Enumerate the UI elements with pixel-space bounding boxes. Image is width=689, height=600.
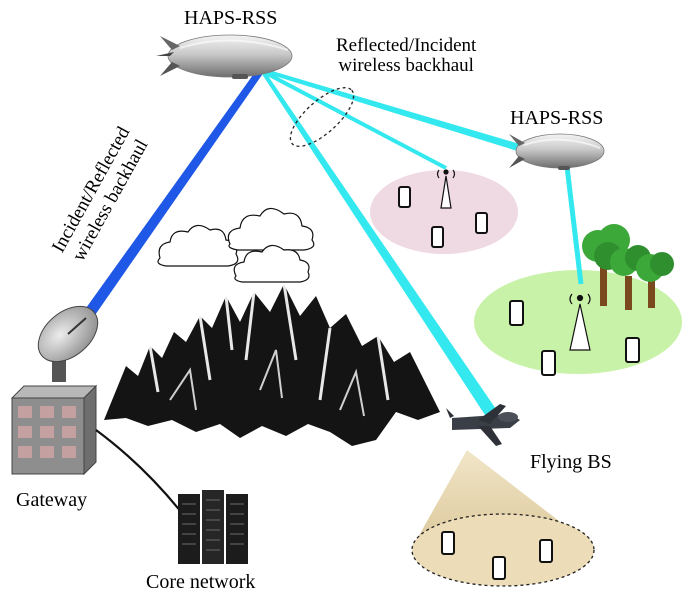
backhaul-link-drone bbox=[258, 68, 498, 418]
haps-top-label: HAPS-RSS bbox=[184, 7, 278, 29]
backhaul-link-gateway bbox=[76, 68, 264, 328]
haps-right-label: HAPS-RSS bbox=[510, 107, 604, 129]
reflected-backhaul-line2: wireless backhaul bbox=[338, 54, 474, 76]
mountain-icon bbox=[104, 283, 440, 446]
building-icon bbox=[10, 384, 98, 476]
gateway-core-link bbox=[95, 429, 193, 527]
flying-bs-label: Flying BS bbox=[530, 451, 612, 473]
backhaul-link-haps-right bbox=[262, 68, 540, 158]
drone-icon bbox=[446, 404, 520, 446]
gateway-label: Gateway bbox=[16, 489, 88, 511]
cell-tower-icon bbox=[569, 293, 591, 351]
tree-icon bbox=[582, 224, 674, 310]
core-network-label: Core network bbox=[146, 571, 256, 593]
airship-icon bbox=[509, 133, 605, 170]
backhaul-link-pink-cell bbox=[261, 69, 447, 170]
smartphone-icon bbox=[398, 186, 640, 580]
reflected-links-marker bbox=[289, 87, 355, 147]
server-rack-icon bbox=[178, 490, 248, 564]
cell-beige bbox=[411, 513, 595, 587]
backhaul-link-green-cell bbox=[563, 157, 584, 285]
reflected-backhaul-line1: Reflected/Incident bbox=[336, 35, 477, 56]
cell-tower-icon bbox=[436, 169, 456, 209]
reflected-backhaul-label: Reflected/Incident wireless backhaul bbox=[336, 36, 476, 76]
airship-icon bbox=[156, 34, 293, 79]
cloud-icon bbox=[157, 207, 315, 283]
satellite-dish-icon bbox=[37, 305, 99, 382]
